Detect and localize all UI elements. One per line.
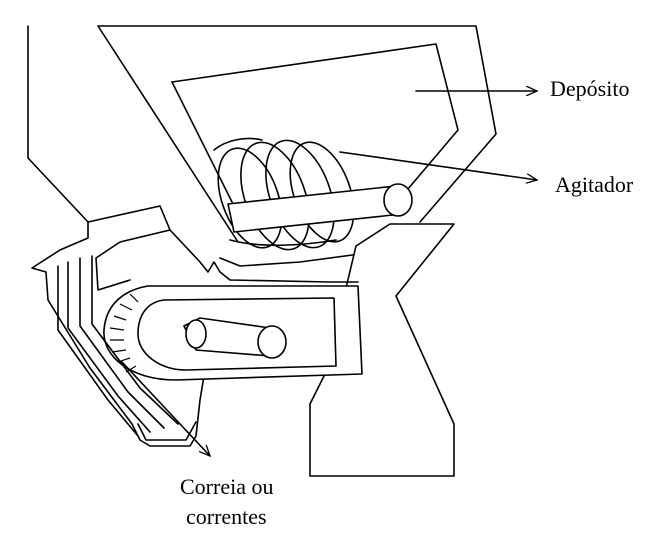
arrow-correia [121, 361, 210, 456]
agitator-shaft [227, 183, 413, 233]
label-deposito: Depósito [550, 76, 629, 101]
guide-rails [57, 255, 179, 437]
hopper-inner-left [171, 81, 245, 227]
hopper-left-wall [97, 25, 239, 243]
label-correia-line1: Correia ou [180, 474, 273, 499]
hopper-outline [97, 25, 497, 223]
lower-chute [137, 421, 197, 441]
hopper-inner-wall [171, 43, 459, 197]
housing-outer [27, 25, 206, 447]
arrow-agitador [339, 151, 537, 180]
label-correia-line2: correntes [186, 504, 267, 529]
drive-shaft [183, 317, 287, 359]
label-agitador: Agitador [555, 172, 634, 197]
belt-housing-top [169, 229, 359, 283]
support-block [309, 223, 455, 477]
belt-housing [87, 205, 171, 291]
